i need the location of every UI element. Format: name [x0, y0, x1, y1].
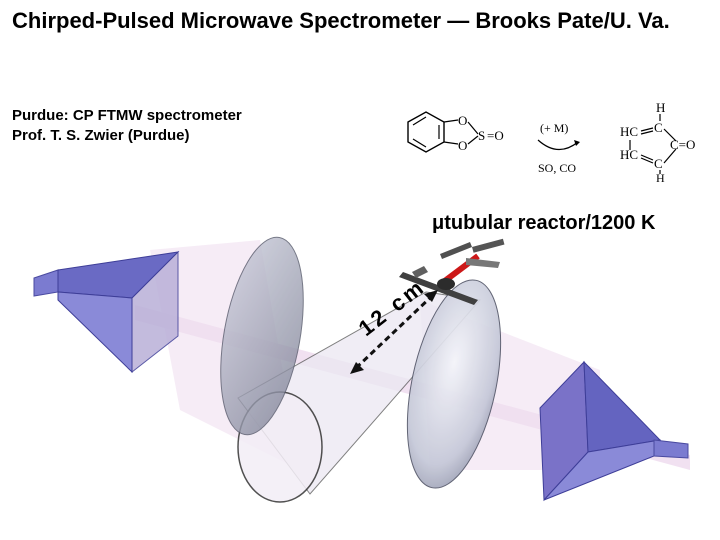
right-mirror [406, 279, 502, 489]
carbon-upper: C [654, 120, 663, 135]
hydrogen-top: H [656, 100, 665, 115]
reactor-label: μtubular reactor/1200 K [432, 212, 656, 234]
reaction-scheme: O O S =O (+ M) SO, CO H C HC HC C C=O H [407, 100, 695, 182]
byproducts-label: SO, CO [538, 161, 576, 175]
ch-upper: HC [620, 124, 638, 139]
left-horn [33, 250, 180, 374]
sulfur-oxo: =O [487, 128, 504, 143]
reagent-label: (+ M) [540, 121, 568, 135]
page-title: Chirped-Pulsed Microwave Spectrometer — … [12, 8, 670, 33]
tubular-reactor [399, 238, 505, 305]
distance-arrow [350, 290, 438, 374]
subtitle: Purdue: CP FTMW spectrometer Prof. T. S.… [12, 106, 242, 146]
right-horn [539, 360, 689, 502]
subtitle-line-1: Purdue: CP FTMW spectrometer [12, 107, 242, 124]
left-mirror [220, 236, 304, 436]
sulfur-label: S [478, 128, 485, 143]
subtitle-line-2: Prof. T. S. Zwier (Purdue) [12, 127, 190, 144]
reaction-arrow-icon [537, 139, 579, 151]
ring-oxygen-top: O [458, 113, 467, 128]
carbonyl-label: C=O [670, 137, 695, 152]
ring-oxygen-bottom: O [458, 138, 467, 153]
ch-lower: HC [620, 147, 638, 162]
carbon-lower: C [654, 156, 663, 171]
hydrogen-bottom: H [656, 171, 665, 182]
